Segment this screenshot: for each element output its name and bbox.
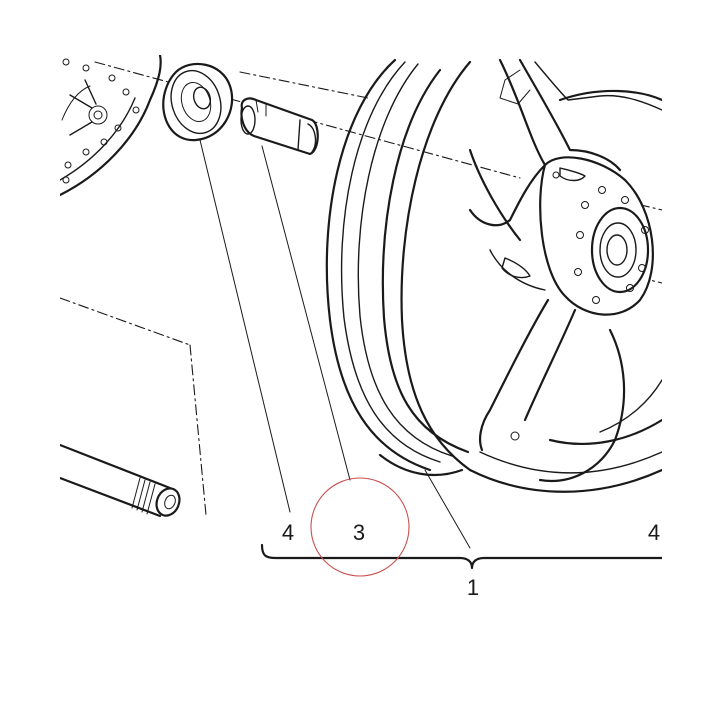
callout-wheel-assembly: 1: [467, 575, 479, 600]
callout-spacer: 3: [353, 520, 365, 545]
callout-bearing-right: 4: [648, 520, 660, 545]
brake-disc: [60, 55, 162, 197]
axle-shaft: [60, 443, 181, 518]
bearing: [162, 62, 234, 142]
assembly-bracket: [260, 543, 662, 570]
wheel-rim: [325, 58, 662, 493]
callout-bearing-left: 4: [282, 520, 294, 545]
highlight-circle: [310, 477, 410, 577]
spacer-sleeve: [240, 97, 319, 156]
wheel-hub: [468, 58, 662, 483]
leader-lines: [199, 139, 471, 549]
